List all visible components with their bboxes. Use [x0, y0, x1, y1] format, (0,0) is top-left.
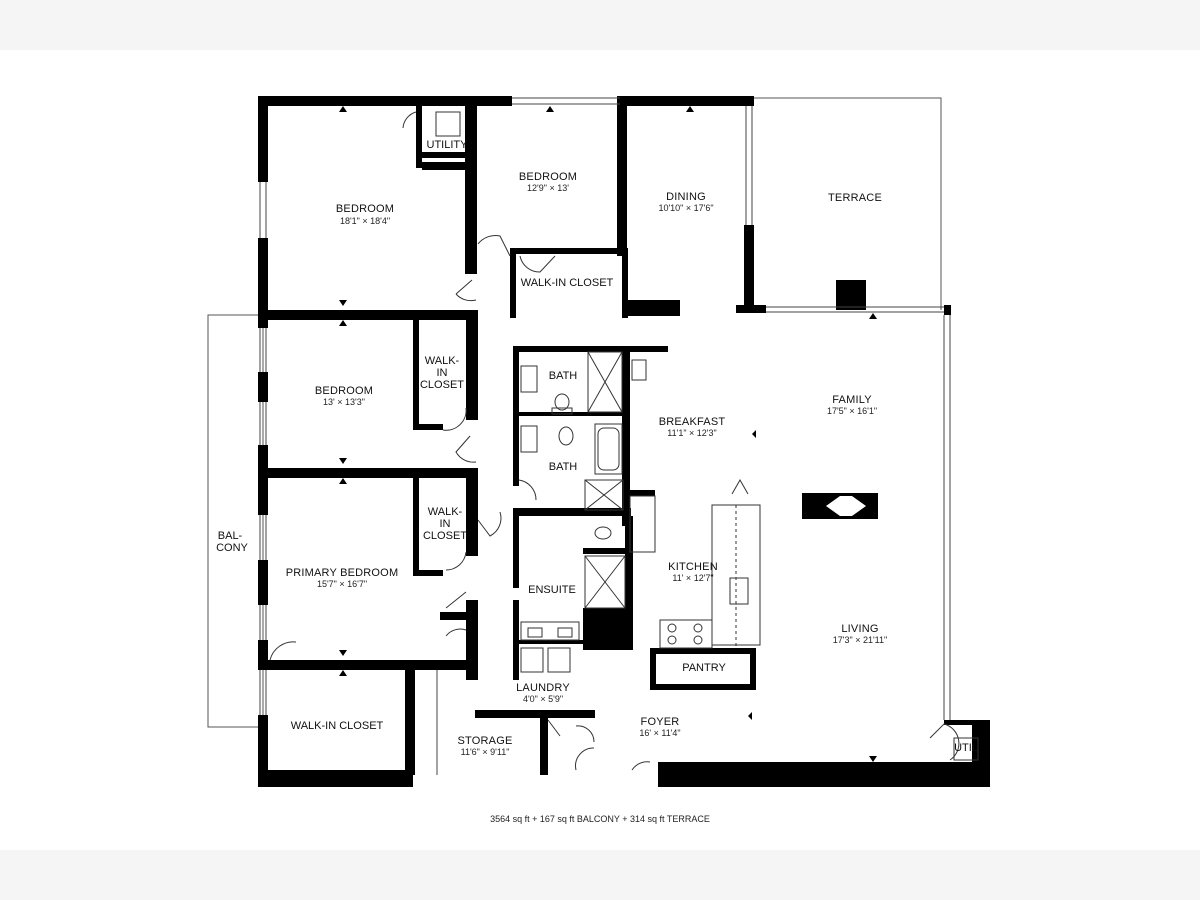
room-walkin-w1-line2: IN — [437, 367, 448, 379]
room-kitchen-name: KITCHEN — [668, 561, 718, 573]
room-living-dims: 17'3" × 21'11" — [833, 635, 887, 645]
room-walkin-w1-line3: CLOSET — [420, 379, 464, 391]
room-balcony-line2: CONY — [216, 542, 248, 554]
room-labels: BEDROOM 18'1" × 18'4" BEDROOM 12'9" × 13… — [216, 139, 978, 757]
room-foyer-dims: 16' × 11'4" — [639, 728, 680, 738]
room-bedroom-w-name: BEDROOM — [315, 385, 373, 397]
room-foyer-name: FOYER — [641, 716, 680, 728]
room-walkin-sw-name: WALK-IN CLOSET — [291, 720, 384, 732]
room-bedroom-nw-name: BEDROOM — [336, 203, 394, 215]
room-family-name: FAMILY — [832, 394, 872, 406]
room-walkin-w1-line1: WALK- — [425, 355, 460, 367]
room-laundry-dims: 4'0" × 5'9" — [523, 694, 563, 704]
windows — [259, 97, 951, 775]
room-primary-bedroom-dims: 15'7" × 16'7" — [317, 579, 367, 589]
room-pantry-name: PANTRY — [682, 662, 726, 674]
room-walkin-n-name: WALK-IN CLOSET — [521, 277, 614, 289]
room-dining-name: DINING — [666, 191, 706, 203]
room-breakfast-dims: 11'1" × 12'3" — [667, 428, 716, 438]
room-ensuite-name: ENSUITE — [528, 584, 576, 596]
room-kitchen-dims: 11' × 12'7" — [672, 573, 713, 583]
room-utility-name: UTILITY — [427, 139, 469, 151]
room-balcony-line1: BAL- — [218, 530, 243, 542]
room-terrace-name: TERRACE — [828, 192, 882, 204]
fixtures — [435, 111, 979, 761]
area-summary: 3564 sq ft + 167 sq ft BALCONY + 314 sq … — [490, 814, 710, 824]
room-storage-dims: 11'6" × 9'11" — [461, 747, 510, 757]
room-bath-1-name: BATH — [549, 370, 578, 382]
room-walkin-w2-line1: WALK- — [428, 506, 463, 518]
doors — [269, 111, 960, 771]
room-bath-2-name: BATH — [549, 461, 578, 473]
room-walkin-w2-line3: CLOSET — [423, 530, 467, 542]
room-util-name: UTIL — [954, 742, 978, 754]
room-dining-dims: 10'10" × 17'6" — [658, 203, 713, 213]
room-laundry-name: LAUNDRY — [516, 682, 570, 694]
terrace-outline — [752, 97, 942, 310]
floor-plan: BEDROOM 18'1" × 18'4" BEDROOM 12'9" × 13… — [207, 96, 990, 787]
room-bedroom-w-dims: 13' × 13'3" — [323, 397, 365, 407]
room-living-name: LIVING — [841, 623, 878, 635]
floor-plan-sheet: BEDROOM 18'1" × 18'4" BEDROOM 12'9" × 13… — [0, 50, 1200, 850]
room-breakfast-name: BREAKFAST — [659, 416, 726, 428]
room-bedroom-n-name: BEDROOM — [519, 171, 577, 183]
room-storage-name: STORAGE — [458, 735, 513, 747]
room-primary-bedroom-name: PRIMARY BEDROOM — [286, 567, 399, 579]
room-bedroom-n-dims: 12'9" × 13' — [527, 183, 569, 193]
fireplace-icon — [826, 496, 866, 516]
balcony-outline — [207, 314, 264, 728]
room-family-dims: 17'5" × 16'1" — [827, 406, 877, 416]
dimension-markers — [339, 106, 877, 762]
room-bedroom-nw-dims: 18'1" × 18'4" — [340, 216, 390, 226]
room-walkin-w2-line2: IN — [440, 518, 451, 530]
